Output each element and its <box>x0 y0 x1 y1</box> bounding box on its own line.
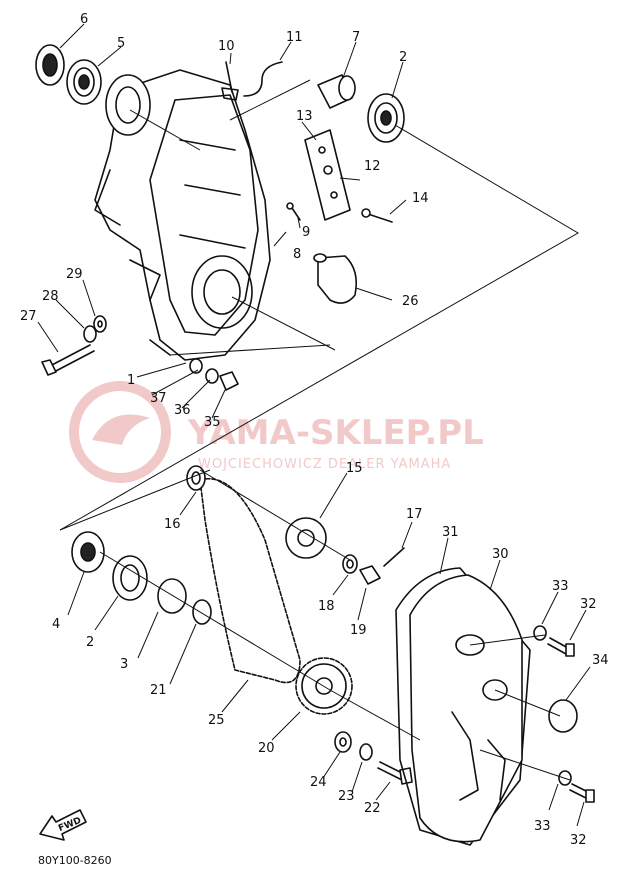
callout-34: 34 <box>592 653 609 668</box>
part-24-washer <box>334 731 352 753</box>
callout-19: 19 <box>350 623 367 638</box>
part-22-bolt <box>377 761 413 785</box>
callout-37: 37 <box>150 391 167 406</box>
part-25-chain <box>199 478 301 684</box>
callout-31: 31 <box>442 525 459 540</box>
part-2-bearing-lower <box>112 555 148 601</box>
callout-25: 25 <box>208 713 225 728</box>
part-21-collar <box>192 599 212 625</box>
callout-36: 36 <box>174 403 191 418</box>
part-10-fitting <box>221 61 239 101</box>
part-26-tensioner <box>313 253 358 304</box>
watermark-title: YAMA-SKLEP.PL <box>187 413 484 453</box>
part-7-collar <box>317 74 356 109</box>
part-16-collar <box>186 465 206 491</box>
part-27-bolt <box>41 344 95 376</box>
callout-11: 11 <box>286 30 303 45</box>
part-18-washer <box>342 554 358 574</box>
part-30-cover <box>409 574 523 843</box>
callout-4: 4 <box>52 617 60 632</box>
part-35-nut <box>219 371 239 391</box>
callout-16: 16 <box>164 517 181 532</box>
callout-10: 10 <box>218 39 235 54</box>
callout-27: 27 <box>20 309 37 324</box>
part-11-hose <box>243 61 283 97</box>
part-4-seal <box>71 531 105 573</box>
callout-15: 15 <box>346 461 363 476</box>
callout-22: 22 <box>364 801 381 816</box>
callout-5: 5 <box>117 36 125 51</box>
part-17-pin <box>383 547 405 567</box>
part-13-plate <box>304 129 351 221</box>
callout-1: 1 <box>127 373 135 388</box>
part-5-bearing <box>66 59 102 105</box>
watermark-logo <box>69 381 171 483</box>
callout-labels: 6 5 10 11 7 2 13 12 14 9 8 26 29 28 27 1… <box>20 12 609 848</box>
part-37-washer <box>189 358 203 374</box>
callout-6: 6 <box>80 12 88 27</box>
part-29-washer <box>93 315 107 333</box>
callout-3: 3 <box>120 657 128 672</box>
callout-17: 17 <box>406 507 423 522</box>
part-9-bolt <box>286 202 301 221</box>
callout-29: 29 <box>66 267 83 282</box>
part-15-sprocket <box>285 517 327 559</box>
callout-2: 2 <box>399 50 407 65</box>
part-34-plug <box>548 699 578 733</box>
callout-9: 9 <box>302 225 310 240</box>
callout-32-lower: 32 <box>570 833 587 848</box>
callout-14: 14 <box>412 191 429 206</box>
watermark-subtitle: WOJCIECHOWICZ DEALER YAMAHA <box>198 457 451 472</box>
callout-28: 28 <box>42 289 59 304</box>
chaincase-housing <box>94 69 271 361</box>
part-6-seal <box>35 44 65 86</box>
callout-13: 13 <box>296 109 313 124</box>
leader-lines <box>37 23 591 827</box>
part-33-washer-upper <box>533 625 547 641</box>
callout-20: 20 <box>258 741 275 756</box>
part-31-gasket <box>395 567 531 846</box>
callout-12: 12 <box>364 159 381 174</box>
diagram-code: 80Y100-8260 <box>38 854 112 867</box>
part-19-nut <box>359 565 381 585</box>
watermark-logo-mark <box>92 414 150 445</box>
part-23-washer <box>359 743 373 761</box>
watermark: YAMA-SKLEP.PL WOJCIECHOWICZ DEALER YAMAH… <box>69 381 484 483</box>
part-28-washer <box>83 325 97 343</box>
callout-21: 21 <box>150 683 167 698</box>
part-32-bolt-lower <box>569 783 595 803</box>
callout-24: 24 <box>310 775 327 790</box>
callout-8: 8 <box>293 247 301 262</box>
callout-18: 18 <box>318 599 335 614</box>
callout-23: 23 <box>338 789 355 804</box>
callout-30: 30 <box>492 547 509 562</box>
fwd-arrow: FWD <box>39 809 87 841</box>
callout-35: 35 <box>204 415 221 430</box>
part-32-bolt-upper <box>547 637 575 657</box>
callout-26: 26 <box>402 294 419 309</box>
callout-7: 7 <box>352 30 360 45</box>
part-14-bolt <box>361 208 393 223</box>
callout-32-upper: 32 <box>580 597 597 612</box>
part-2-bearing-upper <box>367 93 405 143</box>
callout-33-lower: 33 <box>534 819 551 834</box>
part-36-washer <box>205 368 219 384</box>
callout-33-upper: 33 <box>552 579 569 594</box>
callout-2-lower: 2 <box>86 635 94 650</box>
part-3-circlip <box>157 578 187 614</box>
